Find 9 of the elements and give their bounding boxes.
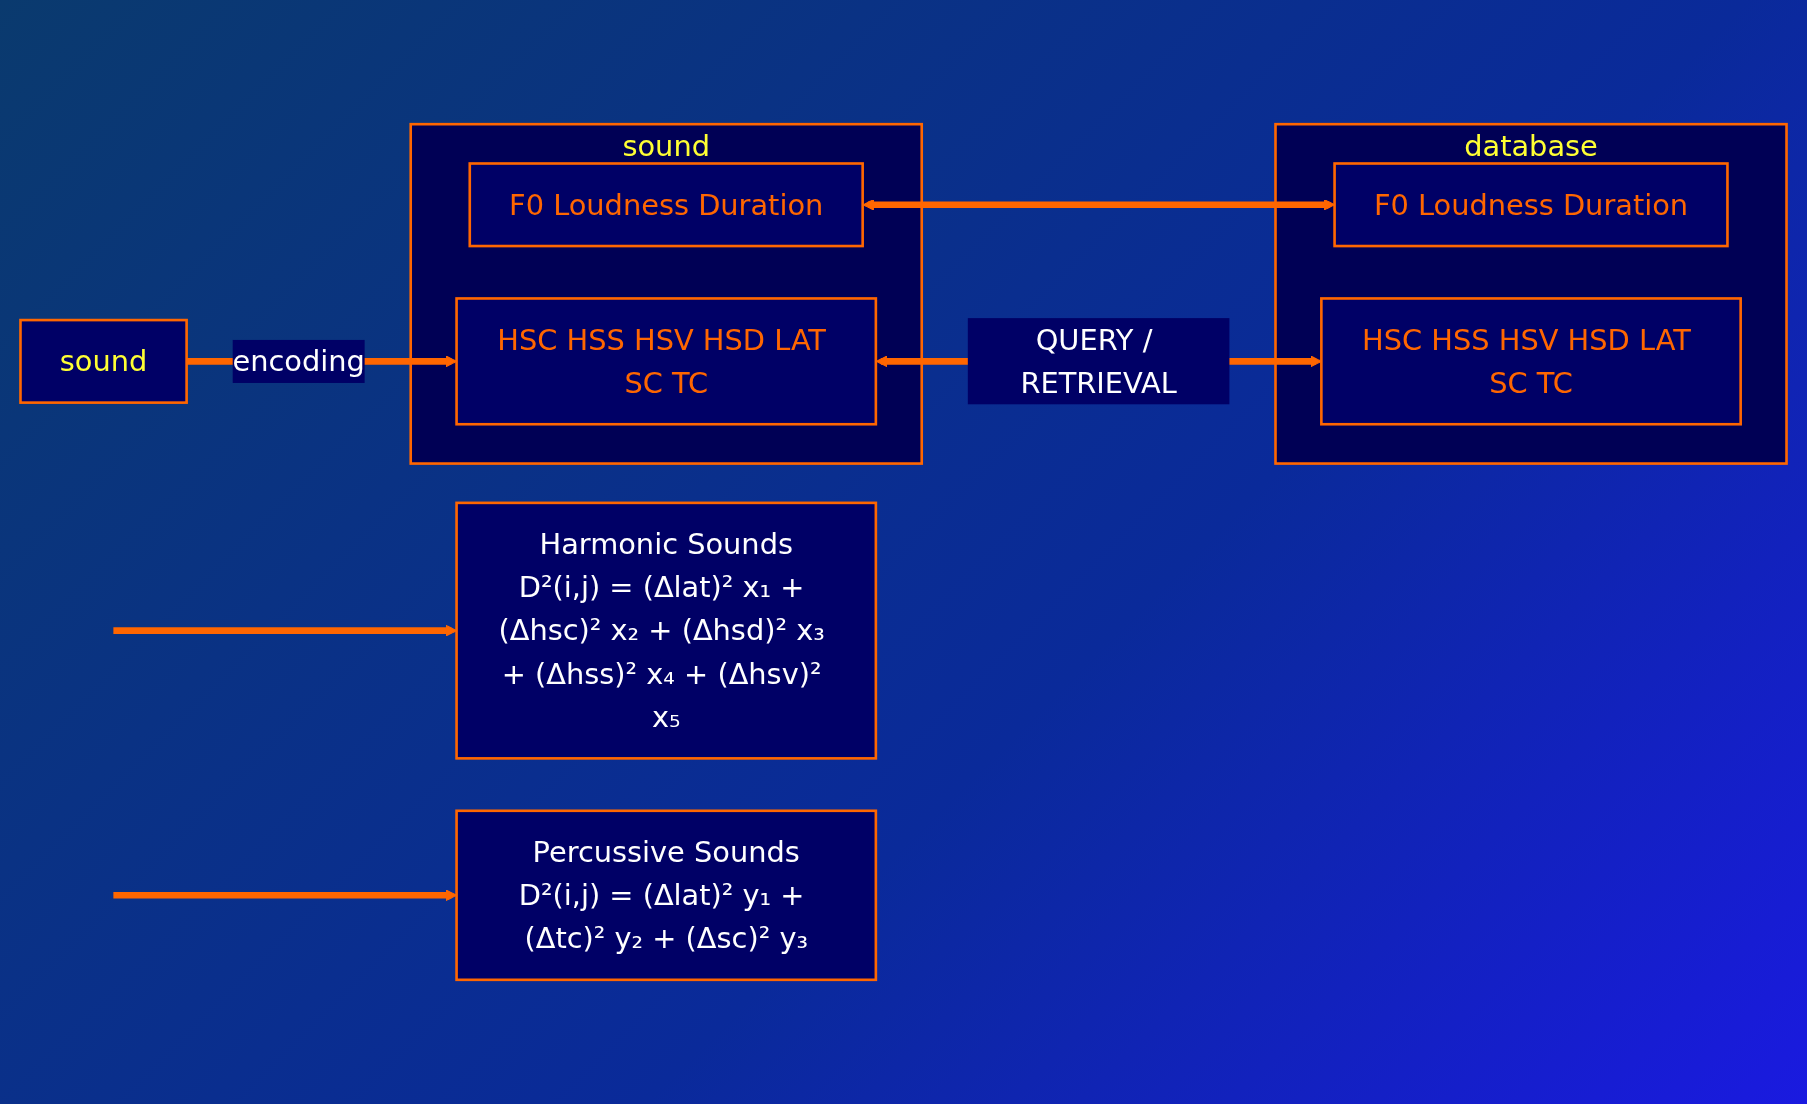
edge-label: QUERY / RETRIEVAL	[967, 318, 1230, 405]
node-box: Percussive Sounds D²(i,j) = (Δlat)² y₁ + (Δtc)² y₂ + (Δsc)² y₃	[455, 809, 878, 982]
node-box: HSC HSS HSV HSD LAT SC TC	[1320, 297, 1742, 426]
node-box: F0 Loudness Duration	[1333, 162, 1729, 248]
node-box: F0 Loudness Duration	[468, 162, 864, 248]
node-box: sound	[19, 318, 188, 404]
edge-label: encoding	[232, 339, 365, 383]
node-box: Harmonic Sounds D²(i,j) = (Δlat)² x₁ + (Δhsc)² x₂ + (Δhsd)² x₃ + (Δhss)² x₄ + (Δhsv)² x₅	[455, 501, 878, 760]
node-box: HSC HSS HSV HSD LAT SC TC	[455, 297, 878, 426]
